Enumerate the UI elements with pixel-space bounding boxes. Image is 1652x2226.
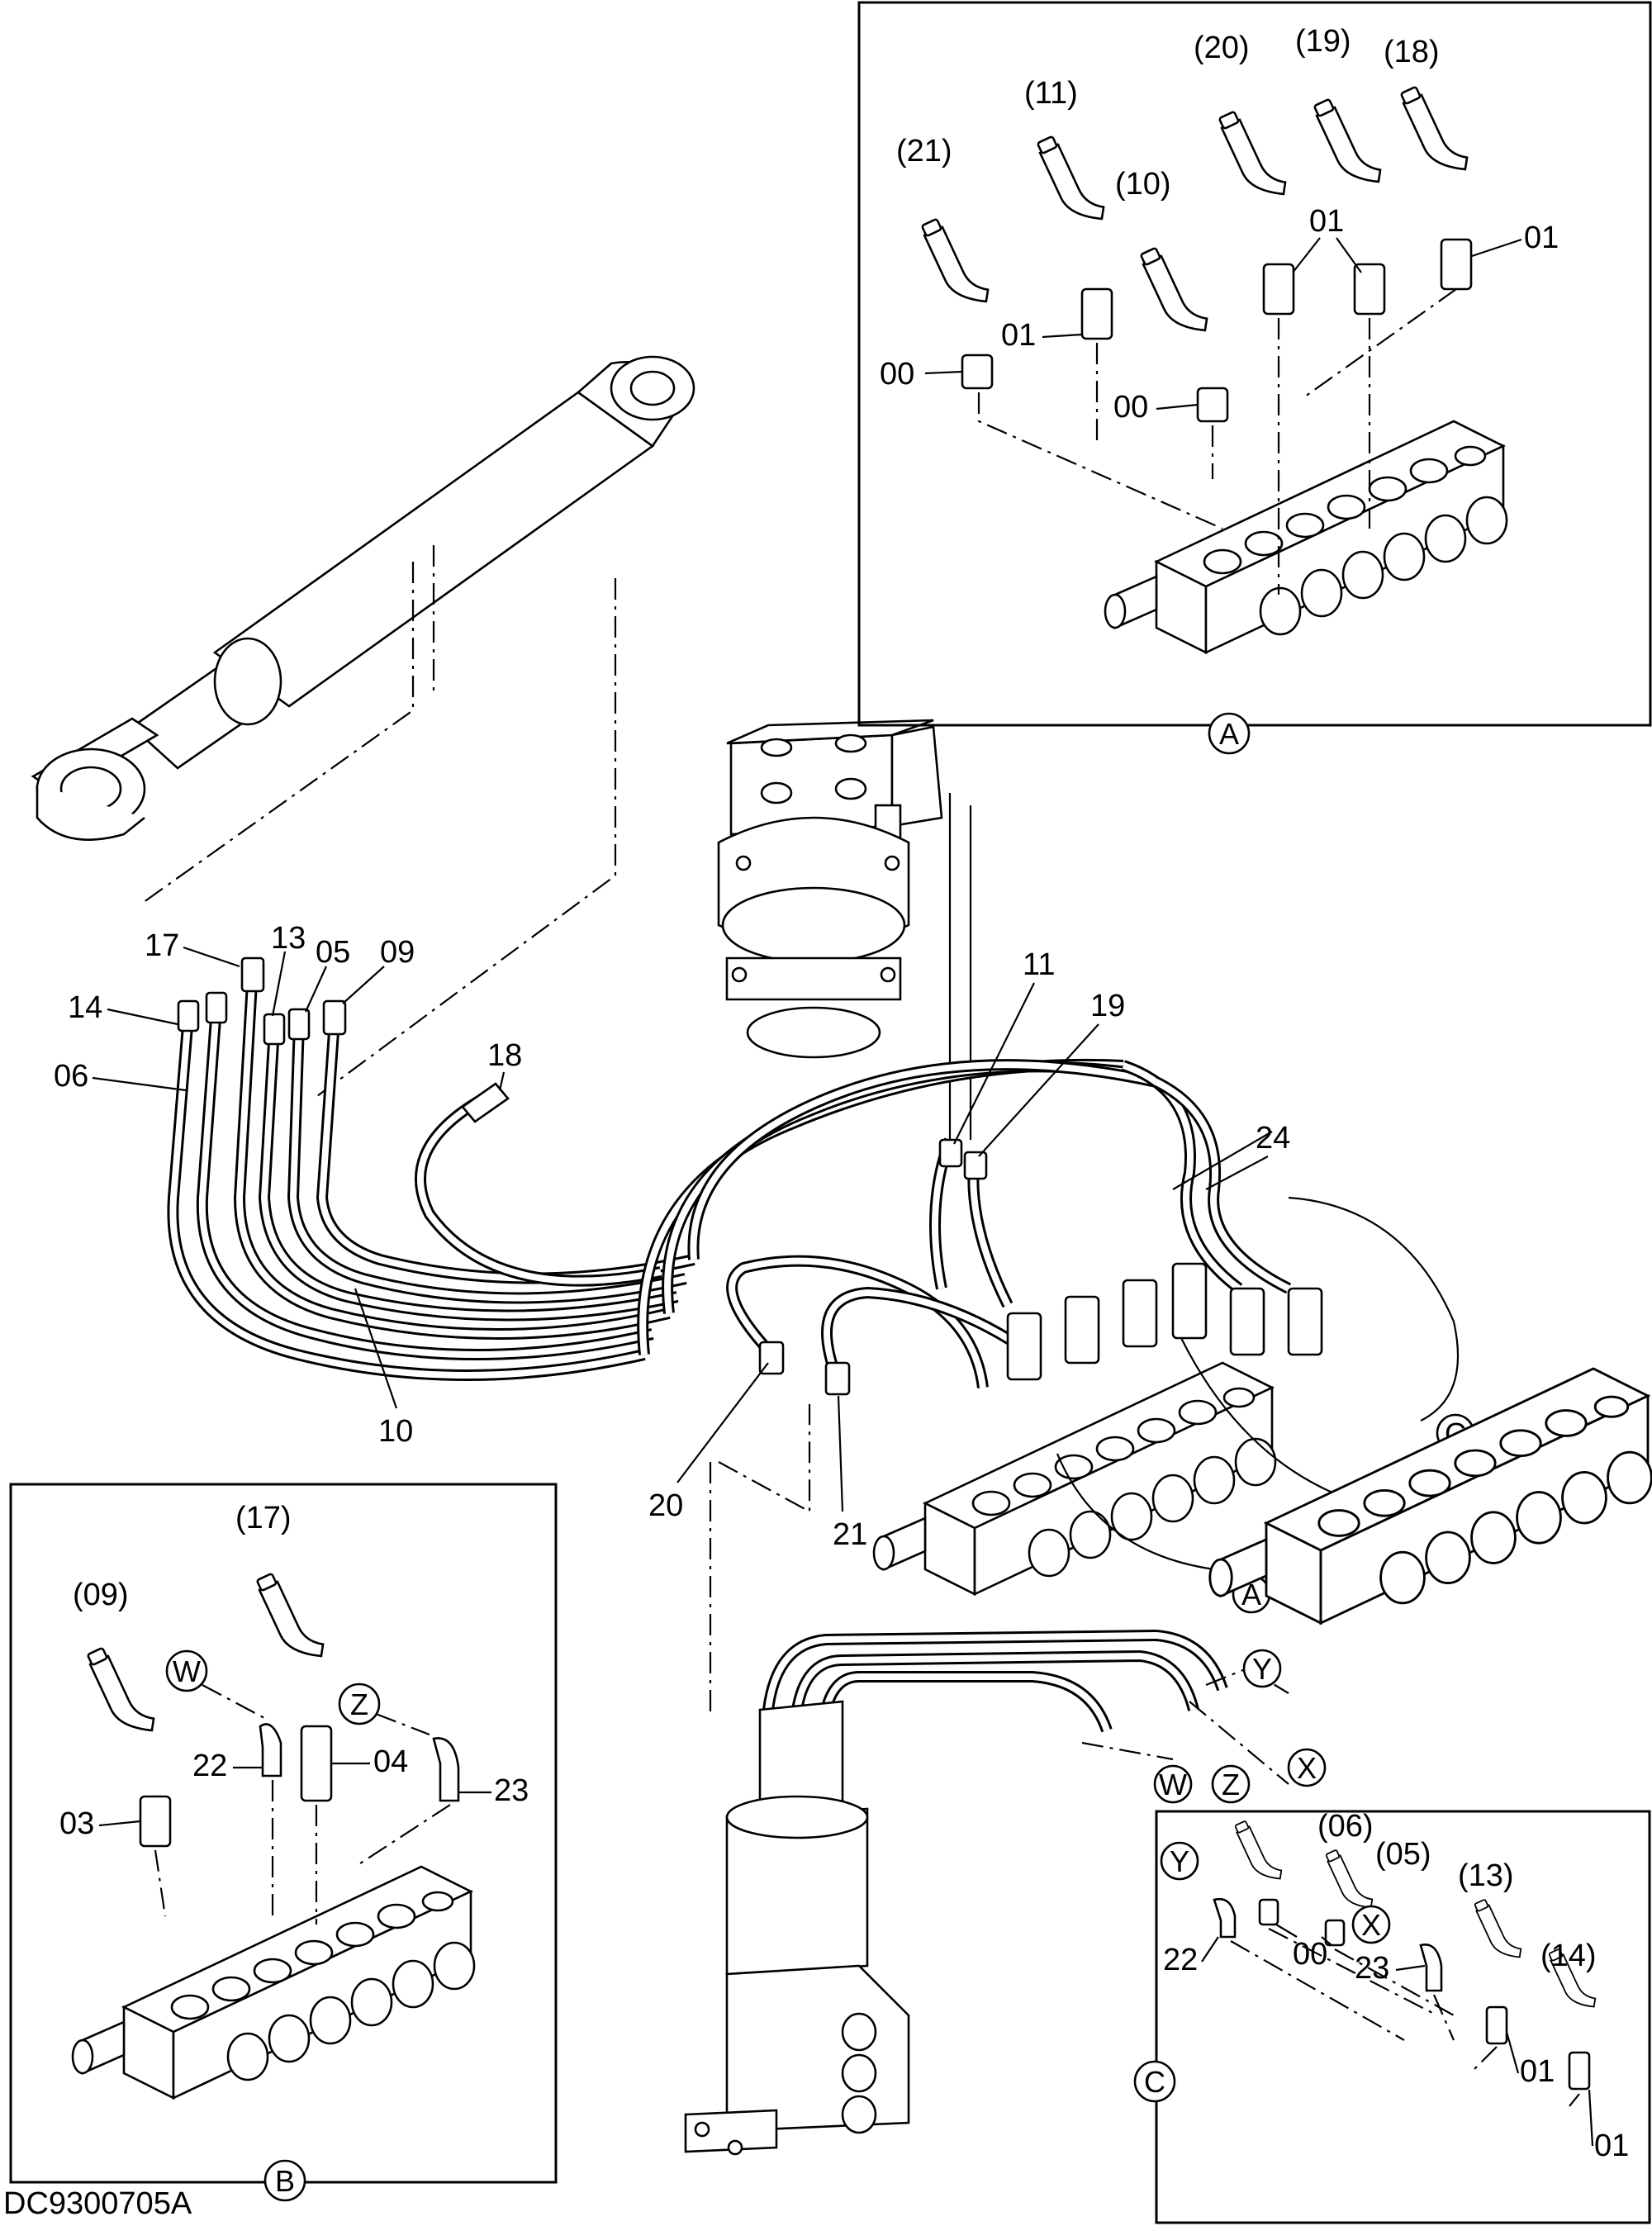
leader-24 — [1205, 1156, 1269, 1190]
label-24: 24 — [1256, 1121, 1290, 1156]
c-fitting-00: 00 — [1293, 1937, 1327, 1972]
leader-09 — [342, 966, 385, 1004]
svg-text:X: X — [1297, 1751, 1317, 1785]
svg-text:C: C — [1144, 2065, 1165, 2099]
svg-text:Z: Z — [1222, 1768, 1240, 1801]
marker-y-main — [1242, 1649, 1282, 1688]
hose-06 — [196, 1007, 654, 1360]
c-fitting-01-upper: 01 — [1520, 2054, 1555, 2089]
b-fitting-03: 03 — [59, 1806, 94, 1841]
c-hose-06: (06) — [1317, 1809, 1374, 1844]
svg-text:W: W — [173, 1654, 201, 1688]
hose-14 — [167, 1015, 646, 1381]
a-hose-21: (21) — [896, 134, 952, 168]
a-hose-19: (19) — [1295, 24, 1351, 59]
hose-17 — [233, 982, 671, 1340]
c-hose-13: (13) — [1458, 1858, 1514, 1893]
label-11: 11 — [1023, 947, 1055, 982]
a-fitting-01-right: 01 — [1524, 221, 1559, 255]
b-fitting-23: 23 — [494, 1773, 529, 1808]
b-hose-17: (17) — [235, 1501, 292, 1535]
label-19: 19 — [1090, 989, 1125, 1023]
b-port-z — [338, 1683, 381, 1725]
marker-z-main — [1211, 1764, 1251, 1804]
marker-w-main — [1153, 1764, 1193, 1804]
label-10: 10 — [378, 1414, 413, 1449]
c-port-x — [1351, 1905, 1391, 1944]
a-fitting-01-center: 01 — [1309, 204, 1344, 239]
leader-17 — [183, 946, 240, 968]
b-fitting-22: 22 — [192, 1749, 227, 1783]
svg-text:W: W — [1159, 1768, 1187, 1801]
a-hose-18: (18) — [1384, 35, 1440, 69]
marker-c-detail — [1133, 2060, 1176, 2103]
marker-x-main — [1287, 1748, 1327, 1787]
detail-a-frame — [857, 1, 1652, 727]
b-hose-09: (09) — [73, 1578, 129, 1612]
detail-c-frame — [1155, 1810, 1651, 2224]
swivel-joint — [684, 1462, 1289, 2156]
control-valve — [872, 1131, 1460, 1596]
leader-20 — [676, 1362, 769, 1483]
a-hose-11: (11) — [1024, 76, 1078, 111]
leader-19 — [978, 1023, 1099, 1157]
label-17: 17 — [145, 928, 179, 963]
svg-text:Y: Y — [1170, 1844, 1189, 1878]
leader-05 — [304, 966, 328, 1013]
leader-18 — [498, 1071, 506, 1091]
hose-18 — [414, 1093, 662, 1287]
hose-20 — [726, 1255, 989, 1388]
label-13: 13 — [271, 921, 306, 956]
leader-10 — [354, 1288, 398, 1409]
b-port-w — [165, 1649, 208, 1692]
a-hose-20: (20) — [1194, 31, 1250, 65]
hose-sweep — [637, 1058, 1292, 1355]
label-14: 14 — [68, 990, 102, 1025]
svg-text:X: X — [1361, 1908, 1381, 1942]
label-06: 06 — [54, 1059, 88, 1094]
a-fitting-01-left: 01 — [1001, 318, 1036, 353]
label-05: 05 — [316, 935, 350, 970]
svg-text:Y: Y — [1252, 1652, 1272, 1686]
detail-a: (21) (11) (10) (20) (19) (18) 00 01 00 0… — [857, 1, 1652, 755]
leader-13 — [271, 951, 287, 1017]
main-labels: 17 13 05 09 14 06 18 10 11 19 24 20 21 — [54, 921, 1290, 1552]
label-18: 18 — [487, 1038, 522, 1073]
leader-14 — [107, 1008, 178, 1026]
a-fitting-00-center: 00 — [1113, 390, 1148, 425]
c-port-y — [1160, 1841, 1199, 1881]
hose-bundle — [167, 956, 1292, 1513]
a-fitting-00-left: 00 — [880, 357, 914, 392]
boom-cylinder — [31, 355, 695, 1099]
a-hose-10: (10) — [1115, 167, 1171, 202]
svg-text:Z: Z — [350, 1687, 368, 1721]
svg-text:A: A — [1219, 717, 1239, 751]
c-hose-14: (14) — [1540, 1939, 1597, 1973]
marker-a-detail — [1208, 712, 1251, 755]
detail-b: (17) (09) W Z 22 04 03 23 B — [9, 1483, 558, 2202]
hose-05 — [287, 1023, 687, 1304]
c-fitting-22: 22 — [1163, 1943, 1198, 1977]
label-20: 20 — [648, 1488, 683, 1523]
c-fitting-23: 23 — [1355, 1951, 1389, 1986]
svg-text:B: B — [275, 2164, 295, 2198]
marker-b-detail — [263, 2159, 306, 2202]
hose-13 — [258, 1028, 679, 1322]
hose-21 — [821, 1286, 1037, 1374]
leader-21 — [837, 1395, 844, 1512]
leader-06 — [92, 1076, 187, 1092]
c-hose-05: (05) — [1375, 1837, 1431, 1872]
label-21: 21 — [833, 1517, 867, 1552]
drawing-code: DC9300705A — [3, 2186, 192, 2221]
detail-c: (06) (05) (13) (14) Y X 22 00 23 01 01 C — [1133, 1367, 1652, 2224]
label-09: 09 — [380, 935, 415, 970]
leader-11 — [953, 982, 1035, 1145]
c-fitting-01-lower: 01 — [1594, 2129, 1629, 2163]
b-fitting-04: 04 — [373, 1744, 408, 1779]
